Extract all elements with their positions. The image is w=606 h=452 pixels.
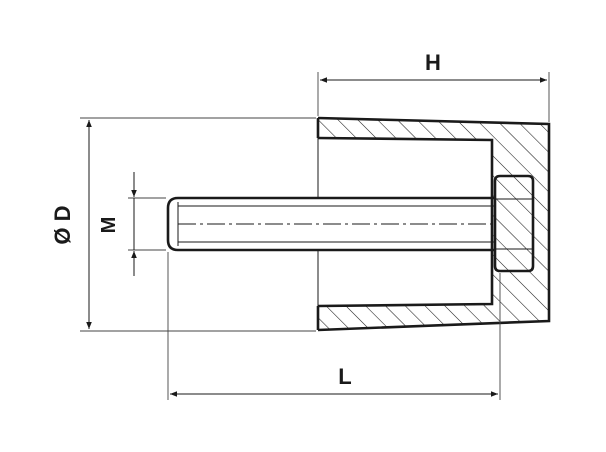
dimension-length: L [167,252,501,400]
dimension-h: H [317,50,550,122]
hex-head-outline [493,174,535,273]
h-label: H [425,50,441,75]
dimension-thread: M [98,172,166,276]
cap-inner-outline [317,136,494,308]
diameter-label: Ø D [50,205,75,244]
bolt-head [493,174,535,273]
cap-hatched-body [318,118,549,330]
shaft-outline [166,196,495,252]
threaded-shaft [166,196,495,252]
cap-outer-outline [317,116,551,332]
thread-label: M [98,217,120,234]
length-label: L [338,364,351,389]
cap-section [316,116,551,332]
dimension-diameter: Ø D [50,117,316,332]
